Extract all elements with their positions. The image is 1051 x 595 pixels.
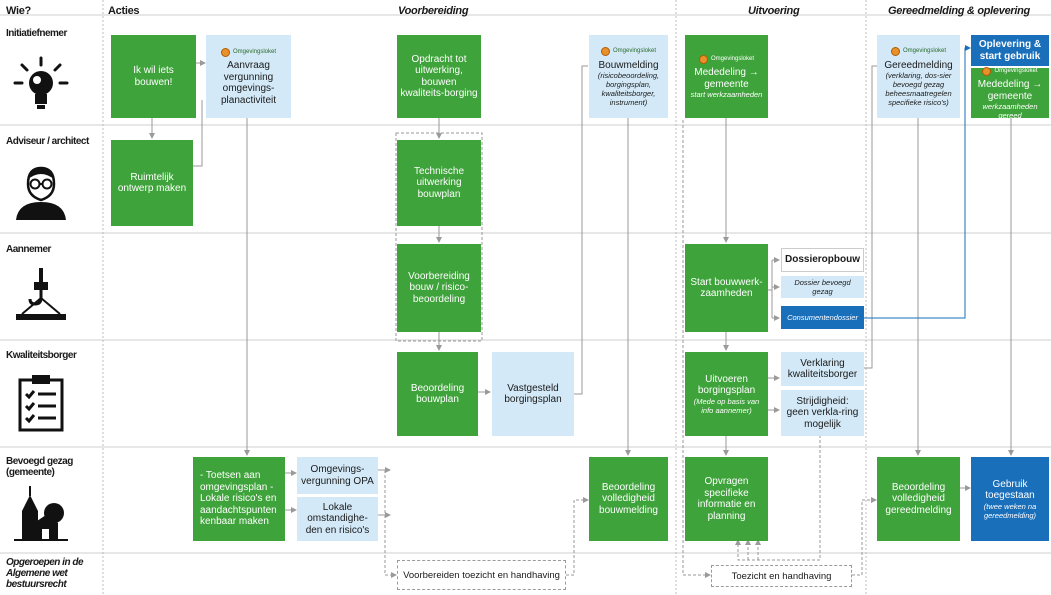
crane-hook-icon xyxy=(16,268,66,320)
box-toetsen[interactable]: - Toetsen aan omgevingsplan - Lokale ris… xyxy=(193,457,285,541)
header-voorbereiding: Voorbereiding xyxy=(398,5,469,17)
box-lokale-omstandigheden[interactable]: Lokale omstandighe-den en risico's xyxy=(297,497,378,541)
box-ik-wil-bouwen[interactable]: Ik wil iets bouwen! xyxy=(111,35,196,118)
box-oplevering[interactable]: Oplevering & start gebruik xyxy=(971,35,1049,66)
box-omgevingsvergunning[interactable]: Omgevings-vergunning OPA xyxy=(297,457,378,494)
role-awb: Opgeroepen in de Algemene wet bestuursre… xyxy=(6,557,84,590)
box-uitvoeren-sub: (Mede op basis van info aannemer) xyxy=(693,396,760,415)
box-ruimtelijk-ontwerp[interactable]: Ruimtelijk ontwerp maken xyxy=(111,140,193,226)
box-start-bouw[interactable]: Start bouwwerk-zaamheden xyxy=(685,244,768,332)
omgevingsloket-icon xyxy=(698,55,708,64)
checklist-clipboard-icon xyxy=(18,375,64,432)
box-consumentendossier[interactable]: Consumentendossier xyxy=(781,306,864,329)
lightbulb-icon xyxy=(13,56,69,109)
box-beoordeling-bouwmelding[interactable]: Beoordeling volledigheid bouwmelding xyxy=(589,457,668,541)
box-dossieropbouw[interactable]: Dossieropbouw xyxy=(781,248,864,272)
box-beoordeling-bouwplan[interactable]: Beoordeling bouwplan xyxy=(397,352,478,436)
box-bouwmelding-sub: (risicobeoordeling, borgingsplan, kwalit… xyxy=(597,71,660,107)
box-bouwmelding-title: Bouwmelding xyxy=(598,59,659,71)
box-mededeling2-sub: werkzaamheden gereed xyxy=(982,102,1038,121)
box-strijdigheid[interactable]: Strijdigheid: geen verkla-ring mogelijk xyxy=(781,390,864,436)
church-town-icon xyxy=(14,486,68,541)
role-adviseur: Adviseur / architect xyxy=(6,136,89,147)
header-wie: Wie? xyxy=(6,5,31,17)
box-mededeling2-title: Mededeling → gemeente xyxy=(977,79,1043,102)
box-gebruik-sub: (twee weken na gereedmelding) xyxy=(983,501,1037,520)
box-voorbereiding-bouw[interactable]: Voorbereiding bouw / risico-beoordeling xyxy=(397,244,481,332)
box-uitvoeren-title: Uitvoeren borgingsplan xyxy=(697,373,756,397)
role-bevoegd-gezag: Bevoegd gezag (gemeente) xyxy=(6,456,73,478)
box-mededeling-start[interactable]: Omgevingsloket Mededeling → gemeente sta… xyxy=(685,35,768,118)
box-mededeling-gereed[interactable]: Omgevingsloket Mededeling → gemeente wer… xyxy=(971,66,1049,121)
omgevingsloket-icon xyxy=(600,47,610,57)
box-technische-uitwerking[interactable]: Technische uitwerking bouwplan xyxy=(397,140,481,226)
box-opvragen-informatie[interactable]: Opvragen specifieke informatie en planni… xyxy=(685,457,768,541)
omgevingsloket-tag: Omgevingsloket xyxy=(890,46,946,58)
box-dossier-gezag-label: Dossier bevoegd gezag xyxy=(794,278,851,296)
role-initiatiefnemer: Initiatiefnemer xyxy=(6,28,67,39)
role-kwaliteitsborger: Kwaliteitsborger xyxy=(6,350,77,361)
box-uitvoeren-borgingsplan[interactable]: Uitvoeren borgingsplan (Mede op basis va… xyxy=(685,352,768,436)
omgevingsloket-icon xyxy=(220,48,230,57)
box-gebruik-toegestaan[interactable]: Gebruik toegestaan (twee weken na gereed… xyxy=(971,457,1049,541)
box-toezicht-handhaving[interactable]: Toezicht en handhaving xyxy=(711,565,852,587)
box-aanvraag-vergunning[interactable]: Omgevingsloket Aanvraag vergunning omgev… xyxy=(206,35,291,118)
box-voorbereiden-toezicht[interactable]: Voorbereiden toezicht en handhaving xyxy=(397,560,566,590)
omgevingsloket-tag: Omgevingsloket xyxy=(220,47,276,59)
box-gereedmelding-sub: (verklaring, dos-sier bevoegd gezag behe… xyxy=(885,71,952,107)
header-acties: Acties xyxy=(108,5,140,17)
box-aanvraag-label: Aanvraag vergunning omgevings-planactivi… xyxy=(220,60,277,106)
box-mededeling-title: Mededeling → gemeente xyxy=(694,67,759,90)
box-mededeling-sub: start werkzaamheden xyxy=(690,90,763,100)
person-glasses-icon xyxy=(16,166,66,220)
role-aannemer: Aannemer xyxy=(6,244,51,255)
header-gereedmelding: Gereedmelding & oplevering xyxy=(888,5,1030,17)
box-gereedmelding-title: Gereedmelding xyxy=(884,59,953,71)
header-uitvoering: Uitvoering xyxy=(748,5,800,17)
box-bouwmelding[interactable]: Omgevingsloket Bouwmelding (risicobeoord… xyxy=(589,35,668,118)
box-dossier-gezag[interactable]: Dossier bevoegd gezag xyxy=(781,276,864,298)
box-consumentendossier-label: Consumentendossier xyxy=(787,313,858,322)
box-verklaring[interactable]: Verklaring kwaliteitsborger xyxy=(781,352,864,386)
box-opdracht-uitwerking[interactable]: Opdracht tot uitwerking, bouwen kwalitei… xyxy=(397,35,481,118)
omgevingsloket-tag: Omgevingsloket xyxy=(982,66,1038,78)
box-vastgesteld-borgingsplan[interactable]: Vastgesteld borgingsplan xyxy=(492,352,574,436)
omgevingsloket-icon xyxy=(982,67,992,76)
box-gereedmelding[interactable]: Omgevingsloket Gereedmelding (verklaring… xyxy=(877,35,960,118)
omgevingsloket-tag: Omgevingsloket xyxy=(600,46,656,58)
box-gebruik-title: Gebruik toegestaan xyxy=(985,478,1035,502)
omgevingsloket-icon xyxy=(890,47,900,57)
omgevingsloket-tag: Omgevingsloket xyxy=(698,54,754,66)
box-beoordeling-gereedmelding[interactable]: Beoordeling volledigheid gereedmelding xyxy=(877,457,960,541)
